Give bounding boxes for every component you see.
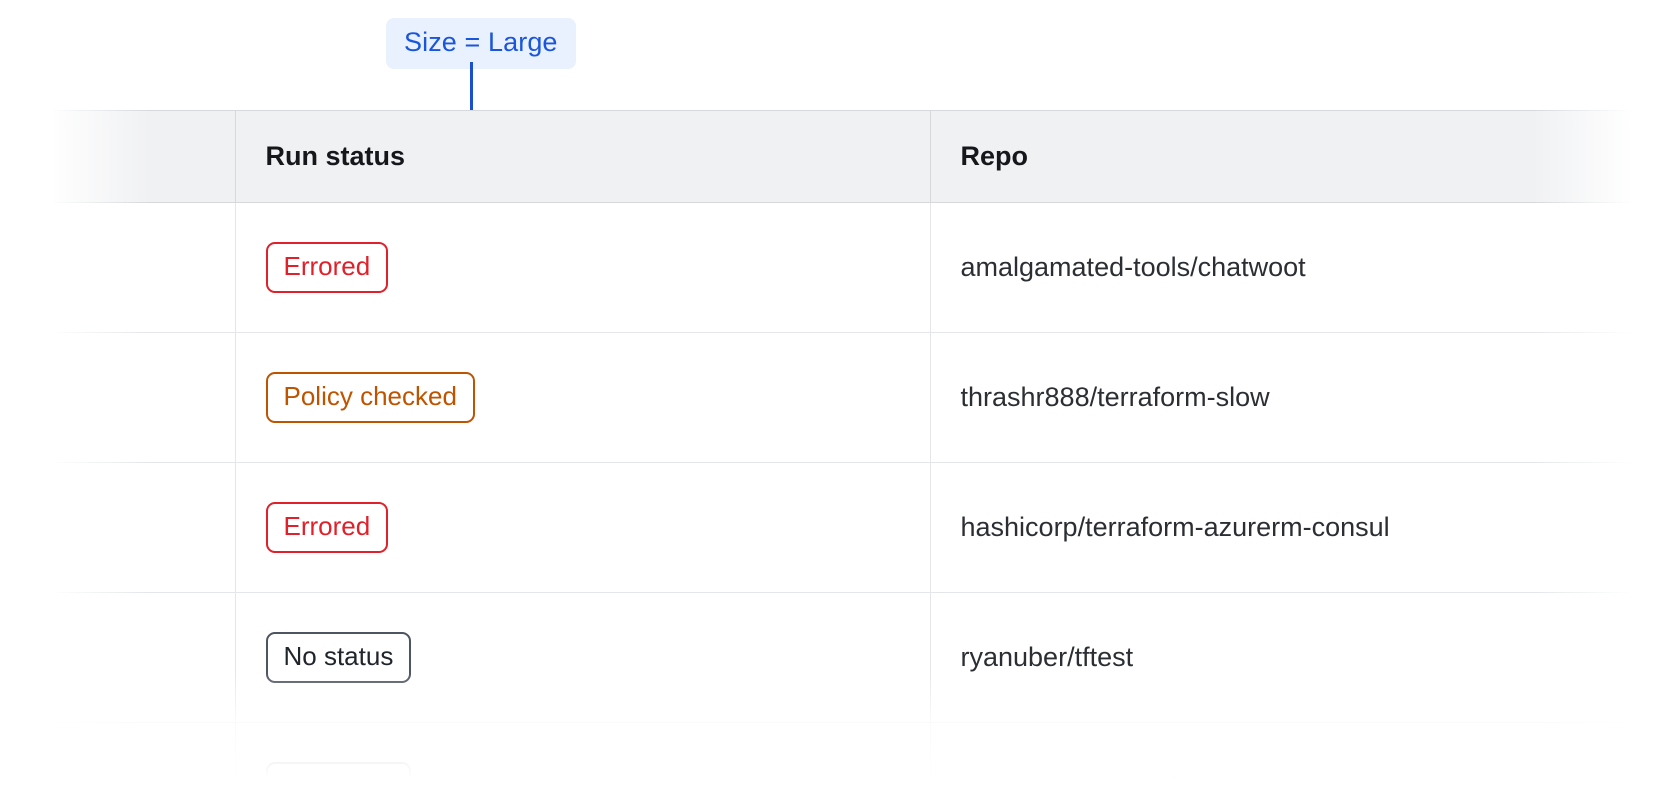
cell-repo: amalgamated-tools/chatwoot (930, 203, 1672, 333)
table-row[interactable]: Policy checked thrashr888/terraform-slow (55, 333, 1672, 463)
cell-run-status: No status (235, 723, 930, 788)
row-select-cell[interactable] (55, 593, 235, 723)
row-select-cell[interactable] (55, 333, 235, 463)
status-badge-errored: Errored (266, 242, 389, 293)
table-header: Run status Repo (55, 111, 1672, 203)
column-header-run-status[interactable]: Run status (235, 111, 930, 203)
cell-run-status: Errored (235, 463, 930, 593)
status-badge-policy-checked: Policy checked (266, 372, 475, 423)
repo-name[interactable]: ashrajagopal/random_pet_generator (961, 772, 1398, 788)
column-header-select (55, 111, 235, 203)
cell-run-status: Errored (235, 203, 930, 333)
table-body: Errored amalgamated-tools/chatwoot Polic… (55, 203, 1672, 788)
row-select-cell[interactable] (55, 723, 235, 788)
status-badge-no-status: No status (266, 762, 412, 788)
repo-name[interactable]: amalgamated-tools/chatwoot (961, 252, 1306, 282)
repo-name[interactable]: thrashr888/terraform-slow (961, 382, 1270, 412)
row-select-cell[interactable] (55, 203, 235, 333)
annotation-chip-size-large: Size = Large (386, 18, 576, 69)
runs-table-container: Run status Repo Errored amalgamated-tool… (0, 110, 1672, 788)
status-badge-no-status: No status (266, 632, 412, 683)
status-badge-errored: Errored (266, 502, 389, 553)
repo-name[interactable]: ryanuber/tftest (961, 642, 1134, 672)
repo-name[interactable]: hashicorp/terraform-azurerm-consul (961, 512, 1390, 542)
cell-repo: ryanuber/tftest (930, 593, 1672, 723)
table-row[interactable]: Errored hashicorp/terraform-azurerm-cons… (55, 463, 1672, 593)
runs-table: Run status Repo Errored amalgamated-tool… (55, 110, 1672, 788)
table-row[interactable]: No status ryanuber/tftest (55, 593, 1672, 723)
cell-repo: hashicorp/terraform-azurerm-consul (930, 463, 1672, 593)
cell-run-status: No status (235, 593, 930, 723)
table-header-row: Run status Repo (55, 111, 1672, 203)
column-header-repo[interactable]: Repo (930, 111, 1672, 203)
table-row[interactable]: No status ashrajagopal/random_pet_genera… (55, 723, 1672, 788)
cell-repo: ashrajagopal/random_pet_generator (930, 723, 1672, 788)
table-row[interactable]: Errored amalgamated-tools/chatwoot (55, 203, 1672, 333)
cell-repo: thrashr888/terraform-slow (930, 333, 1672, 463)
cell-run-status: Policy checked (235, 333, 930, 463)
row-select-cell[interactable] (55, 463, 235, 593)
